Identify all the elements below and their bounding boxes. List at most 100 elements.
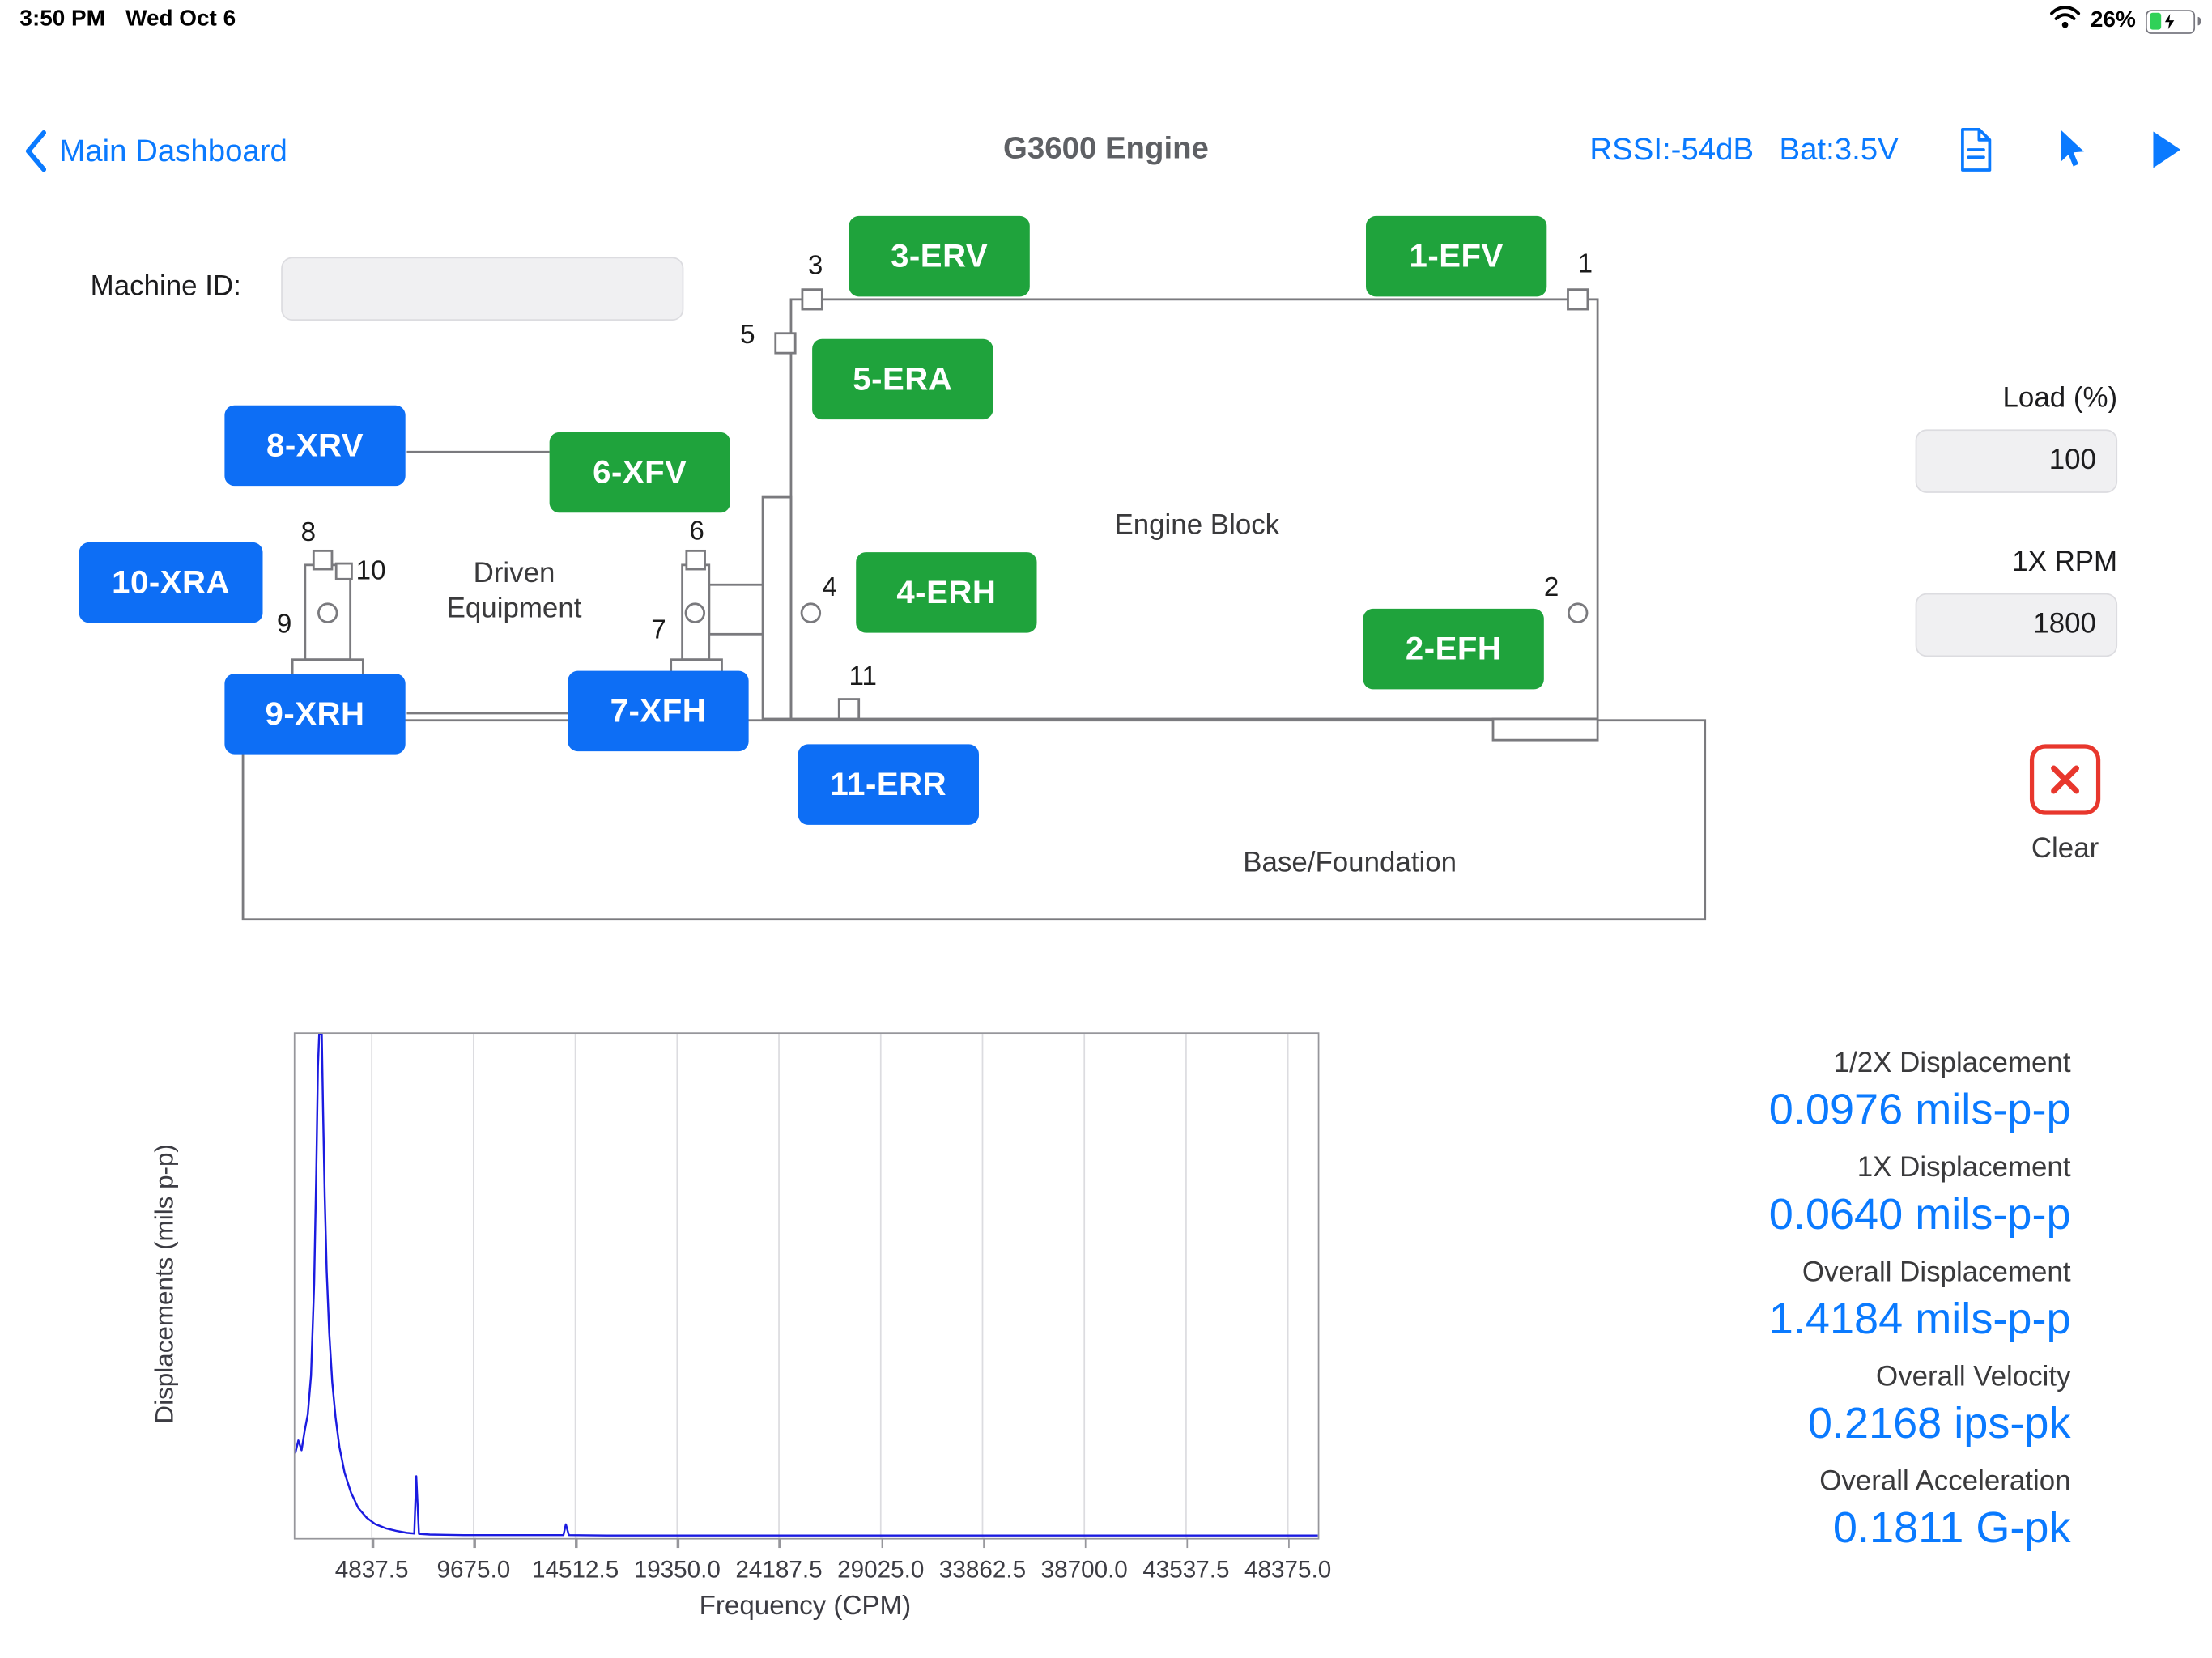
x-tick-label: 14512.5 <box>531 1556 619 1584</box>
x-tick-mark <box>372 1537 374 1549</box>
measure-point-1-marker <box>1567 288 1589 311</box>
readings-panel: 1/2X Displacement 0.0976 mils-p-p 1X Dis… <box>1533 1045 2071 1567</box>
pointer-mode-button[interactable] <box>2054 129 2088 171</box>
status-date: Wed Oct 6 <box>125 6 236 32</box>
driven-bearing-pedestal <box>304 563 352 661</box>
wifi-icon <box>2049 6 2080 36</box>
spectrum-plot-area <box>295 1034 1318 1538</box>
x-tick-mark <box>1287 1537 1291 1549</box>
load-label: Load (%) <box>2002 382 2118 414</box>
x-tick-label: 19350.0 <box>633 1556 721 1584</box>
point-number-2: 2 <box>1543 573 1559 603</box>
back-chevron-icon <box>25 130 47 172</box>
battery-icon <box>2146 9 2201 33</box>
reading-overall-displacement: Overall Displacement 1.4184 mils-p-p <box>1533 1254 2071 1347</box>
x-tick-mark <box>677 1537 679 1549</box>
sensor-button-5-era[interactable]: 5-ERA <box>812 338 993 420</box>
sensor-button-9-xrh[interactable]: 9-XRH <box>224 674 406 755</box>
x-tick-mark <box>1084 1537 1087 1549</box>
measure-point-3-marker <box>801 288 823 311</box>
rssi-readout: RSSI:-54dB <box>1589 131 1755 167</box>
measure-point-5-marker <box>774 332 797 355</box>
driven-equipment-line1: Driven <box>473 558 555 589</box>
clear-button[interactable] <box>2029 744 2101 815</box>
sensor-button-6-xfv[interactable]: 6-XFV <box>549 432 730 513</box>
rpm-input[interactable] <box>1915 593 2118 657</box>
clear-label: Clear <box>2031 833 2099 865</box>
measure-point-9-marker <box>317 602 338 623</box>
engine-foot <box>1491 717 1599 742</box>
x-tick-label: 48375.0 <box>1244 1556 1332 1584</box>
coupling-bearing-pedestal <box>681 563 711 661</box>
battery-cap <box>2197 16 2201 25</box>
reading-1x-displacement: 1X Displacement 0.0640 mils-p-p <box>1533 1150 2071 1243</box>
x-tick-label: 4837.5 <box>334 1556 409 1584</box>
reading-value: 0.1811 G-pk <box>1832 1503 2071 1553</box>
shaft <box>708 583 764 636</box>
x-tick-label: 24187.5 <box>735 1556 823 1584</box>
x-tick-mark <box>779 1537 781 1549</box>
play-icon <box>2153 131 2181 168</box>
reading-value: 1.4184 mils-p-p <box>1768 1294 2071 1344</box>
sensor-button-2-efh[interactable]: 2-EFH <box>1363 608 1544 690</box>
status-bar: 3:50 PM Wed Oct 6 26% <box>0 0 2212 40</box>
run-acquisition-button[interactable] <box>2147 129 2184 171</box>
reading-overall-acceleration: Overall Acceleration 0.1811 G-pk <box>1533 1463 2071 1556</box>
machine-id-label: Machine ID: <box>90 270 241 303</box>
engine-block-label: Engine Block <box>1114 509 1280 542</box>
x-tick-label: 9675.0 <box>436 1556 511 1584</box>
battery-level <box>2149 12 2162 30</box>
cursor-icon <box>2061 130 2084 167</box>
sensor-button-1-efv[interactable]: 1-EFV <box>1365 215 1547 297</box>
clear-x-icon <box>2051 765 2080 794</box>
measure-point-11-marker <box>837 698 861 721</box>
point-number-7: 7 <box>651 615 666 646</box>
point-number-5: 5 <box>740 321 755 351</box>
reading-value: 0.2168 ips-pk <box>1807 1398 2071 1448</box>
reading-half-x-displacement: 1/2X Displacement 0.0976 mils-p-p <box>1533 1045 2071 1138</box>
back-button[interactable]: Main Dashboard <box>23 129 287 174</box>
measure-point-2-marker <box>1567 602 1589 623</box>
point-number-1: 1 <box>1577 249 1593 280</box>
measure-point-7-marker <box>684 602 706 623</box>
x-tick-label: 43537.5 <box>1142 1556 1230 1584</box>
reading-value: 0.0976 mils-p-p <box>1768 1084 2071 1134</box>
document-icon <box>1961 127 1992 172</box>
nav-bar: Main Dashboard G3600 Engine RSSI:-54dB B… <box>0 57 2212 172</box>
sensor-button-11-err[interactable]: 11-ERR <box>798 744 979 825</box>
report-document-button[interactable] <box>1958 127 1994 172</box>
chart-tick-marks <box>296 1537 1318 1550</box>
rpm-label: 1X RPM <box>2012 546 2118 578</box>
reading-value: 0.0640 mils-p-p <box>1768 1188 2071 1239</box>
x-tick-label: 33862.5 <box>938 1556 1027 1584</box>
flywheel-housing <box>761 495 793 721</box>
reading-label: 1X Displacement <box>1857 1152 2071 1184</box>
point-number-6: 6 <box>689 517 704 547</box>
reading-label: Overall Velocity <box>1876 1361 2071 1393</box>
point-number-3: 3 <box>807 251 823 282</box>
sensor-button-7-xfh[interactable]: 7-XFH <box>568 670 749 752</box>
x-tick-mark <box>575 1537 578 1549</box>
x-tick-mark <box>473 1537 476 1549</box>
sensor-button-4-erh[interactable]: 4-ERH <box>856 552 1037 633</box>
point-number-11: 11 <box>849 662 877 692</box>
x-tick-mark <box>982 1537 985 1549</box>
point-number-10: 10 <box>355 556 386 586</box>
load-input[interactable] <box>1915 429 2118 493</box>
battery-voltage-readout: Bat:3.5V <box>1779 131 1899 167</box>
reading-label: 1/2X Displacement <box>1833 1048 2071 1079</box>
measure-point-4-marker <box>800 602 822 623</box>
machine-id-input[interactable] <box>281 257 684 321</box>
spectrum-chart[interactable] <box>293 1032 1320 1540</box>
reading-overall-velocity: Overall Velocity 0.2168 ips-pk <box>1533 1358 2071 1452</box>
sensor-button-3-erv[interactable]: 3-ERV <box>849 215 1030 297</box>
reading-label: Overall Acceleration <box>1819 1465 2071 1498</box>
sensor-button-8-xrv[interactable]: 8-XRV <box>224 405 406 487</box>
point-number-8: 8 <box>300 518 317 548</box>
x-tick-label: 38700.0 <box>1040 1556 1128 1584</box>
sensor-button-10-xra[interactable]: 10-XRA <box>79 542 263 623</box>
charging-bolt-icon <box>2163 11 2176 32</box>
driven-equipment-line2: Equipment <box>446 593 582 625</box>
